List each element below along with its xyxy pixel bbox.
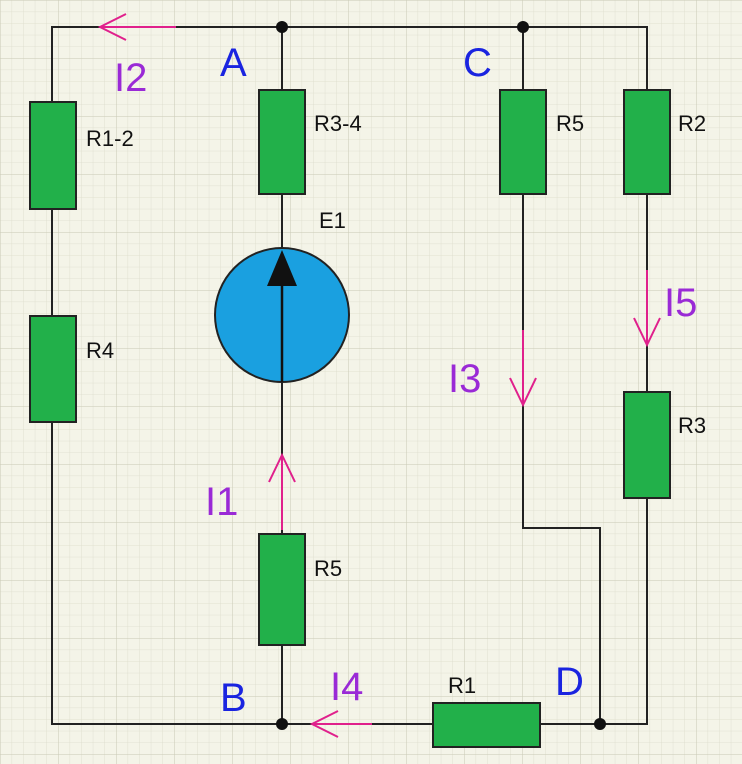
wire-top	[51, 26, 648, 102]
current-arrow-icon	[509, 330, 537, 408]
wire-left-bottom	[51, 422, 433, 725]
voltage-source-icon	[214, 247, 350, 383]
resistor-r5-right	[499, 89, 547, 195]
label-r1: R1	[448, 673, 476, 698]
junction-dot-icon	[517, 21, 529, 33]
label-r3-4: R3-4	[314, 111, 362, 136]
label-r4: R4	[86, 338, 114, 363]
resistors	[29, 89, 671, 748]
resistor-r1	[432, 702, 541, 748]
current-label-i3: I3	[448, 357, 481, 401]
label-r5-right: R5	[556, 111, 584, 136]
node-label-b: B	[220, 676, 247, 720]
wire-r3-d	[540, 498, 648, 725]
junctions	[276, 21, 606, 730]
label-r5-left: R5	[314, 556, 342, 581]
label-e1: E1	[319, 208, 346, 233]
resistor-r3-4	[258, 89, 306, 195]
node-label-a: A	[220, 41, 247, 85]
current-arrow-icon	[633, 270, 661, 348]
current-label-i4: I4	[330, 665, 363, 709]
resistor-r2	[623, 89, 671, 195]
current-arrows	[97, 13, 661, 738]
label-r3: R3	[678, 413, 706, 438]
resistor-r4	[29, 315, 77, 423]
node-label-c: C	[463, 41, 492, 85]
junction-dot-icon	[594, 718, 606, 730]
current-label-i1: I1	[205, 480, 238, 524]
junction-dot-icon	[276, 718, 288, 730]
current-arrow-icon	[97, 13, 176, 41]
resistor-r3	[623, 391, 671, 499]
label-r2: R2	[678, 111, 706, 136]
current-label-i2: I2	[114, 56, 147, 100]
node-label-d: D	[555, 660, 584, 704]
current-label-i5: I5	[664, 281, 697, 325]
label-r1-2: R1-2	[86, 126, 134, 151]
junction-dot-icon	[276, 21, 288, 33]
resistor-r5-left	[258, 533, 306, 646]
current-arrow-icon	[309, 710, 372, 738]
source-arrow-head	[267, 250, 297, 286]
resistor-r1-2	[29, 101, 77, 210]
current-arrow-icon	[268, 452, 296, 530]
